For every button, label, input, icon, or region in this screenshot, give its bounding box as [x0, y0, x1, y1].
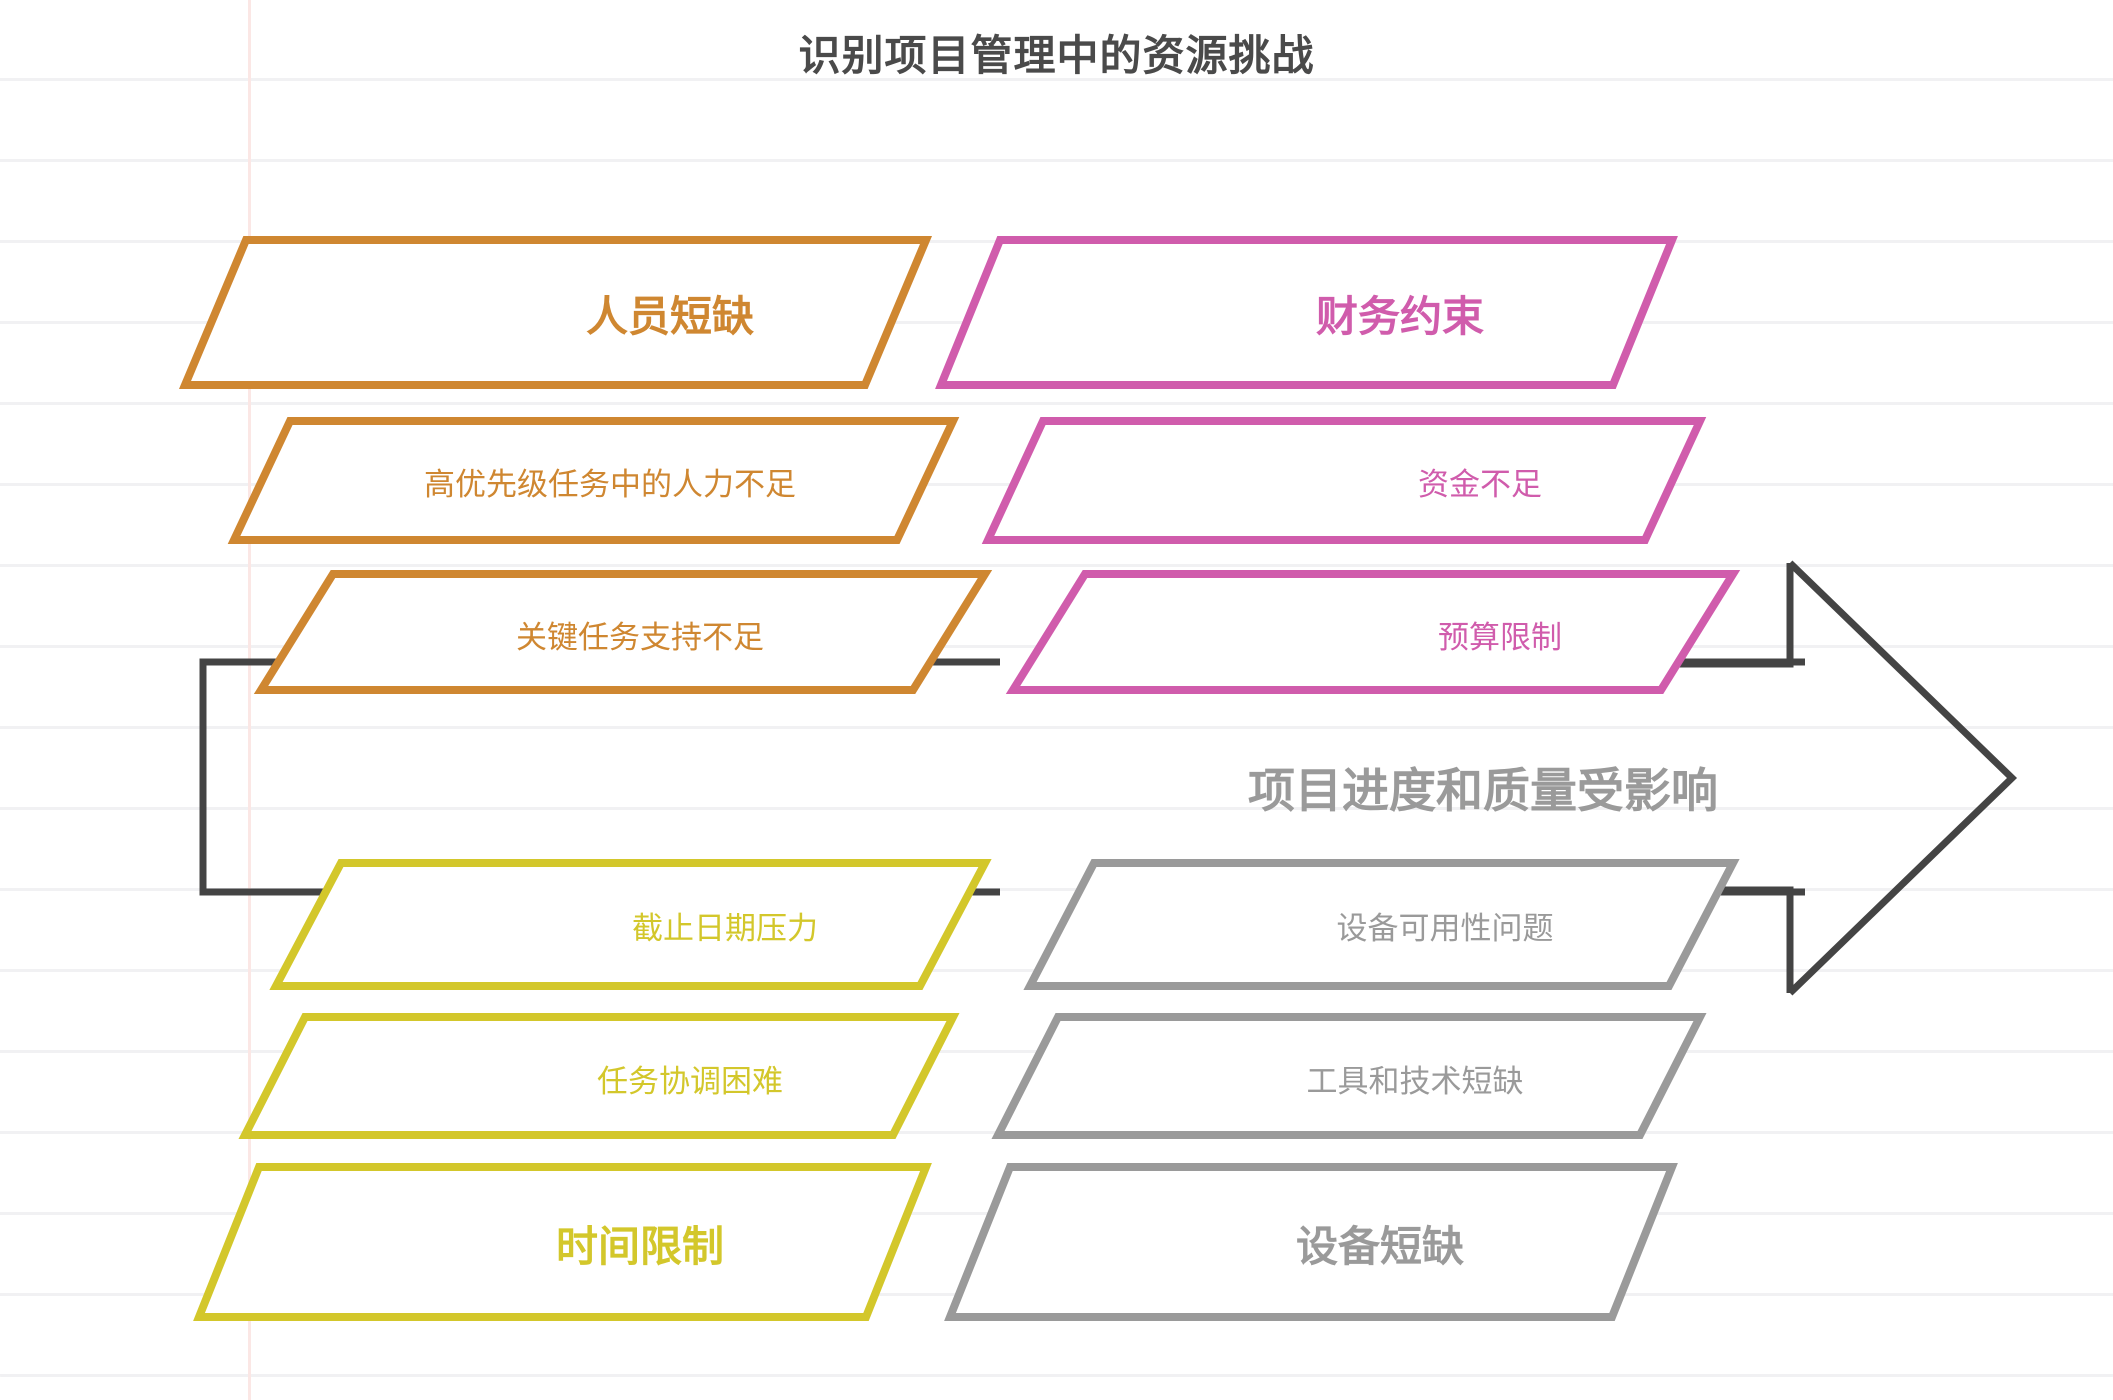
group-financial-constraints[interactable] [935, 236, 1741, 694]
shape-financial-constraints-item-1[interactable] [1005, 570, 1741, 694]
shape-financial-constraints-header[interactable] [935, 236, 1678, 389]
arrow-label: 项目进度和质量受影响 [1248, 764, 1718, 817]
left-bracket [199, 658, 1000, 896]
shape-time-limits-item-1[interactable] [238, 1013, 960, 1139]
shape-time-limits-header[interactable] [193, 1163, 932, 1321]
shape-staff-shortage-header[interactable] [178, 236, 933, 389]
arrow-helper [1793, 565, 2006, 991]
shape-equipment-shortage-item-0[interactable] [1023, 859, 1740, 990]
group-time-limits[interactable] [193, 859, 992, 1321]
shape-equipment-shortage-item-1[interactable] [991, 1013, 1707, 1139]
shape-staff-shortage-item-0[interactable] [227, 417, 960, 544]
group-staff-shortage[interactable] [178, 236, 993, 694]
shape-equipment-shortage-header[interactable] [944, 1163, 1678, 1321]
group-equipment-shortage[interactable] [944, 859, 1740, 1321]
shape-time-limits-item-0[interactable] [269, 859, 992, 990]
shape-staff-shortage-item-1[interactable] [253, 570, 993, 694]
page-title: 识别项目管理中的资源挑战 [798, 32, 1315, 79]
shape-financial-constraints-item-0[interactable] [981, 417, 1707, 544]
